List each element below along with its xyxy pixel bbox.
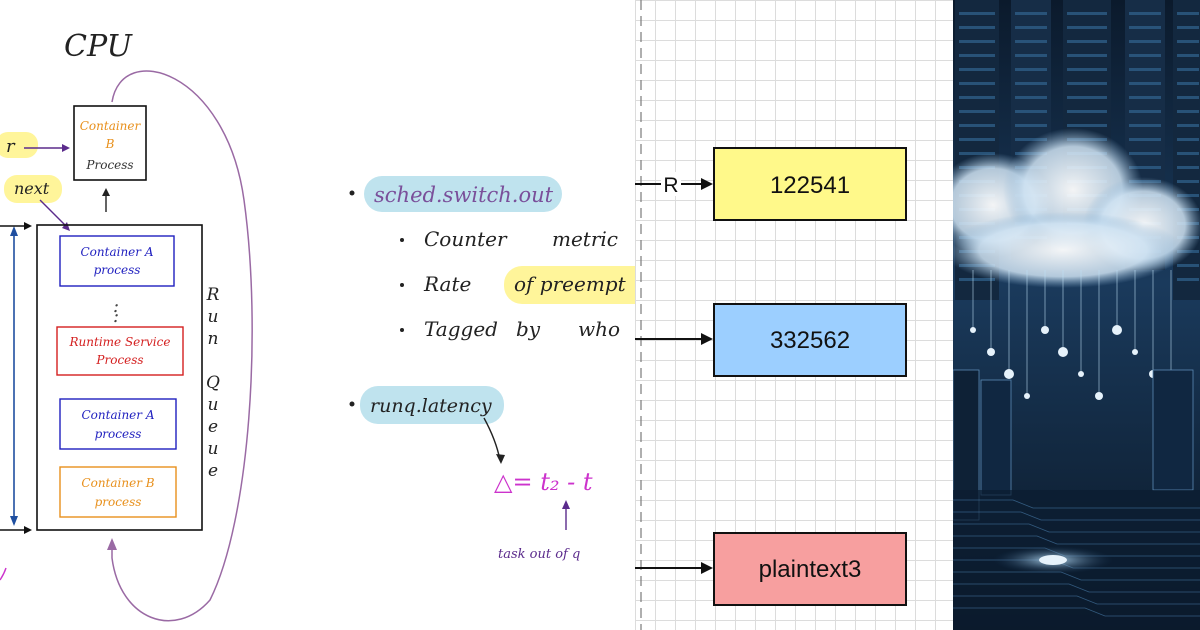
cpu-title: CPU [64,29,134,64]
cloud-icon [953,128,1200,288]
preemption-loop-arrow [111,70,253,622]
note-arrowhead [562,500,570,509]
run-queue-letter: e [208,417,218,437]
sub-bullet-1-cut: metric [552,227,618,251]
stray-stroke [0,567,7,581]
sub-bullet-3-dot [400,328,404,332]
run-queue-letter: u [208,395,219,415]
flow-diagram: R 122541 332562 plaintext3 [635,0,907,630]
queue-item-1-box [59,235,175,287]
queue-item-4-box [59,466,177,518]
latency-arrow [483,417,501,461]
next-arrowhead [62,222,70,231]
runq-latency-highlight [360,386,504,424]
notes-sketch: sched.switch.out Counter metric Rate of … [349,176,635,562]
next-arrow [39,199,69,229]
preempt-highlight [504,266,635,304]
node-box-2 [713,303,907,377]
pointer-highlight [0,132,38,158]
sub-bullet-3-cut: who [578,317,620,341]
dispatch-arrowhead [102,188,110,196]
queue-item-3-line2: process [95,427,142,441]
cpu-run-queue-panel: CPU Container B Process r next Containe [0,0,330,630]
latency-arrowhead [496,454,505,464]
enqueue-arrowhead-bottom [24,526,32,534]
run-queue-letter: Q [206,373,220,393]
current-process-line1: Container [80,119,142,133]
queue-item-1-line2: process [94,263,141,277]
sub-bullet-1-dot [400,238,404,242]
queue-length-arrowhead-bottom [10,516,18,526]
queue-ellipsis: : [113,296,119,317]
node-box-1 [713,147,907,221]
node-box-3-label: plaintext3 [759,556,862,583]
queue-item-1-line1: Container A [81,245,154,259]
bullet-1-dot [349,190,355,196]
arrow-1-head [701,178,713,190]
queue-item-4-line2: process [95,495,142,509]
queue-item-2-line1: Runtime Service [69,335,171,349]
sub-bullet-3-prefix: Tagged [424,317,498,341]
glow-core [1039,555,1067,565]
node-box-2-label: 332562 [770,327,850,354]
preemption-loop-arrowhead [107,538,117,550]
flow-diagram-panel: R 122541 332562 plaintext3 [635,0,953,630]
queue-item-2-line2: Process [95,353,143,367]
sched-switch-tag: sched.switch.out [374,183,554,207]
task-out-of-queue-note: task out of q [498,547,580,562]
run-queue-letter: u [208,439,219,459]
run-queue-letter: R [206,285,220,305]
arrow-3-head [701,562,713,574]
run-queue-letter: e [208,461,218,481]
sub-bullet-2-highlight: of preempt [514,272,627,296]
sched-switch-highlight [364,176,562,212]
runq-latency-tag: runq.latency [370,395,492,417]
current-process-line2: B [105,137,115,151]
next-highlight [4,175,62,203]
queue-ellipsis-2: : [113,306,119,327]
node-box-3 [713,532,907,606]
node-box-1-label: 122541 [770,172,850,199]
current-process-line3: Process [85,158,133,172]
cpu-run-queue-diagram: CPU Container B Process r next Containe [0,29,253,622]
sub-bullet-2-dot [400,283,404,287]
notes-panel: sched.switch.out Counter metric Rate of … [330,0,635,630]
run-queue-letter: u [208,307,219,327]
cloud-datacenter-illustration [953,0,1200,630]
queue-item-4-line1: Container B [81,476,154,490]
current-process-box [73,105,147,181]
sub-bullet-3-mid: by [516,317,541,341]
bullet-2-dot [349,401,355,407]
latency-formula: △= t₂ - t [494,468,593,496]
datacenter-artwork [953,0,1200,630]
run-queue-box [36,224,203,531]
queue-item-2-box [56,326,184,376]
sub-bullet-2-prefix: Rate [423,272,471,296]
run-queue-letter: n [208,329,219,349]
pointer-label: r [6,136,16,157]
queue-item-3-line1: Container A [82,408,155,422]
arrow-label-bg [661,172,681,196]
queue-length-arrowhead-top [10,226,18,236]
enqueue-arrowhead-top [24,222,32,230]
pointer-arrowhead [62,144,70,152]
queue-item-3-box [59,398,177,450]
arrow-1-label: R [663,174,678,197]
next-label: next [14,179,50,198]
arrow-2-head [701,333,713,345]
sub-bullet-1-prefix: Counter [424,227,508,251]
